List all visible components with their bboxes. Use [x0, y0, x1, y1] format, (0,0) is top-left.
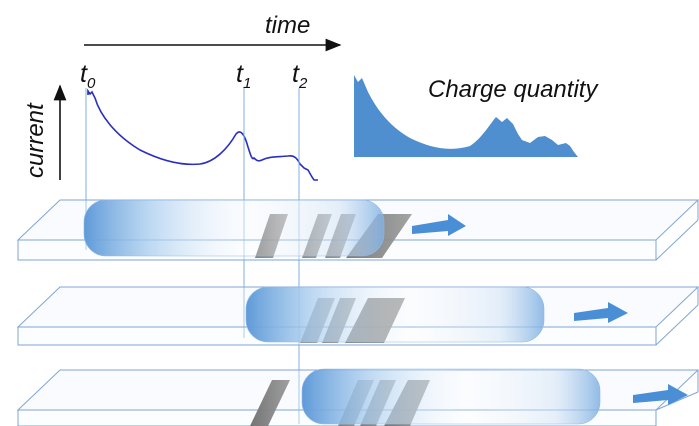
time-axis-label: time — [265, 12, 310, 39]
current-axis-label: current — [22, 102, 49, 178]
marker-t0-sub: 0 — [87, 75, 96, 92]
marker-t1-sub: 1 — [243, 75, 251, 92]
svg-text:t0: t0 — [80, 60, 96, 92]
sample-plug-1 — [83, 199, 385, 257]
marker-t2: t2 — [292, 60, 308, 92]
sample-plug-3 — [301, 368, 601, 425]
flow-arrow-icon — [574, 302, 628, 323]
marker-t1: t1 — [236, 60, 251, 92]
svg-text:t1: t1 — [236, 60, 251, 92]
band — [250, 380, 290, 426]
charge-quantity-area — [354, 75, 578, 157]
sample-plug-2 — [245, 286, 545, 343]
svg-text:t2: t2 — [292, 60, 308, 92]
marker-t2-letter: t — [292, 60, 300, 88]
marker-t0: t0 — [80, 60, 96, 92]
marker-t1-letter: t — [236, 60, 244, 88]
flow-arrow-icon — [633, 384, 688, 405]
flow-arrow-icon — [412, 214, 466, 236]
marker-t0-letter: t — [80, 60, 88, 88]
marker-t2-sub: 2 — [298, 75, 308, 92]
charge-quantity-label: Charge quantity — [428, 76, 599, 103]
channel-3 — [16, 368, 699, 426]
channel-1 — [16, 199, 699, 261]
channel-2 — [16, 286, 699, 346]
current-trace — [87, 88, 318, 181]
